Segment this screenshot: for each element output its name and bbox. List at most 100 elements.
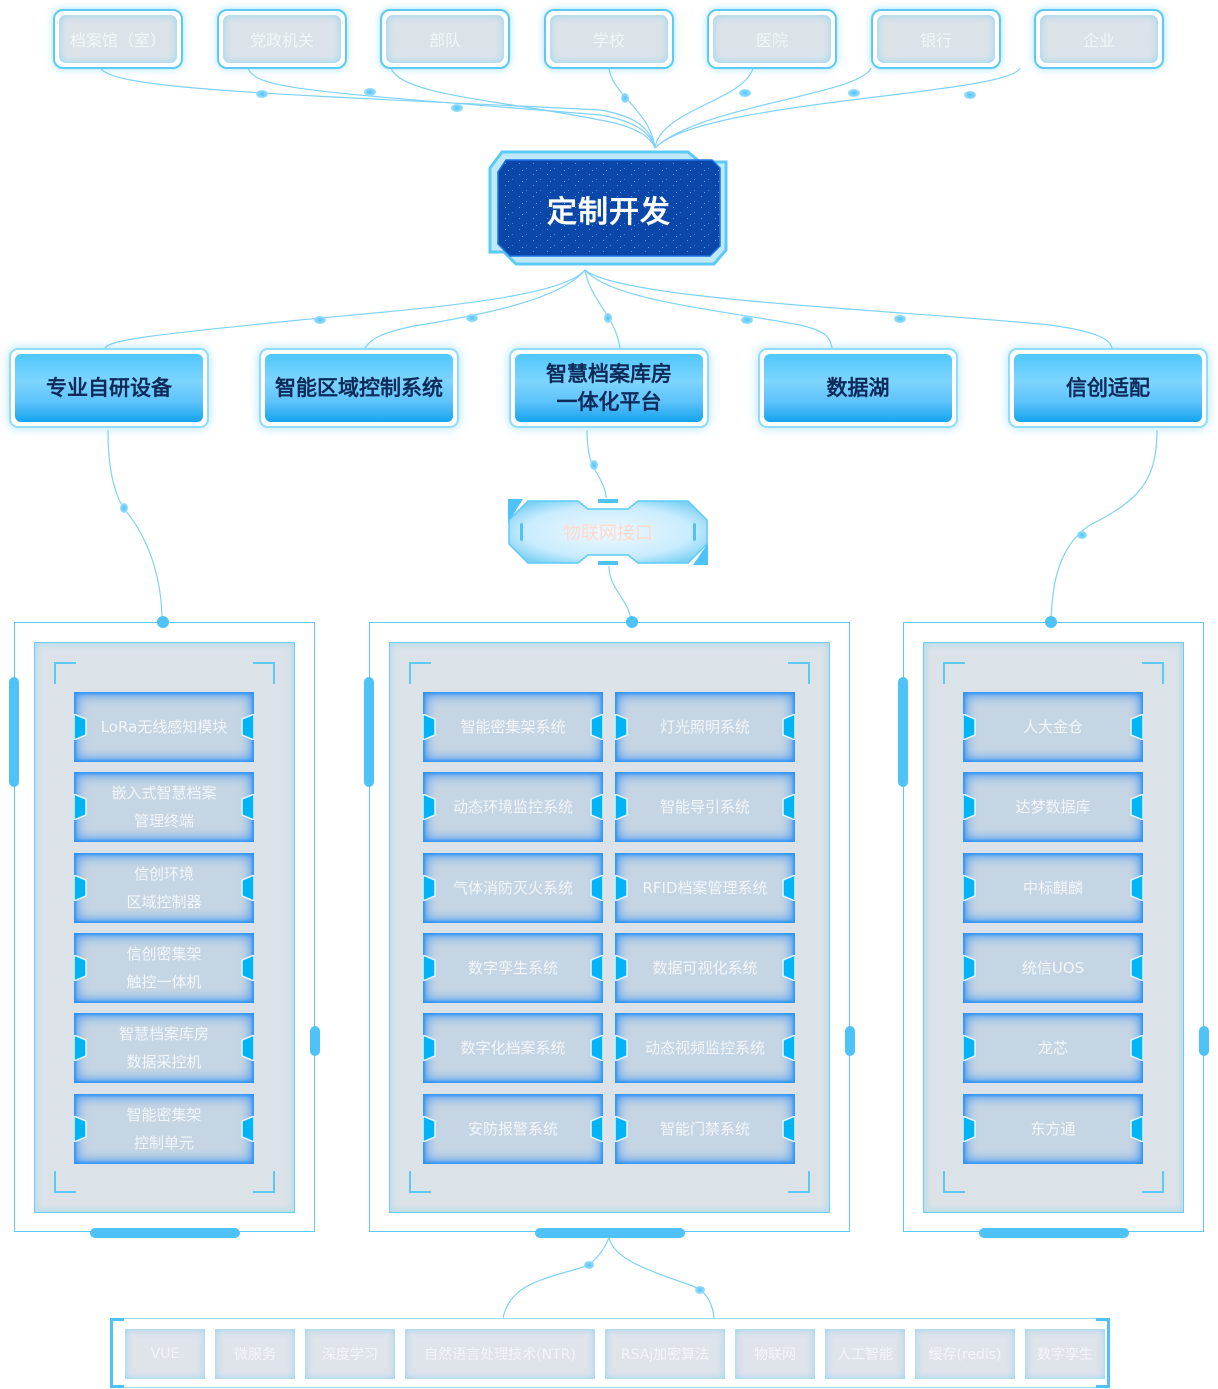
technology-item[interactable]: 深度学习: [305, 1329, 395, 1379]
module-tab-right-icon: [1129, 1114, 1144, 1143]
category-node[interactable]: 智能区域控制系统: [259, 348, 459, 428]
technology-item[interactable]: 微服务: [215, 1329, 295, 1379]
module-tab-right-icon: [1129, 1034, 1144, 1063]
technology-item[interactable]: VUE: [125, 1329, 205, 1379]
corner-bracket: [788, 662, 810, 684]
module-item[interactable]: 动态环境监控系统: [422, 772, 604, 843]
panel-decor-bar: [845, 1026, 855, 1056]
flow-dot: [604, 313, 612, 323]
technology-item[interactable]: 人工智能: [825, 1329, 905, 1379]
corner-bracket: [54, 1171, 76, 1193]
module-tab-right-icon: [589, 953, 604, 983]
module-tab-right-icon: [781, 712, 796, 742]
flow-dot: [451, 104, 463, 112]
wire-cat-5: [584, 269, 1113, 349]
source-node[interactable]: 医院: [707, 9, 837, 69]
technology-item[interactable]: 缓存(redis): [915, 1329, 1015, 1379]
module-item[interactable]: 气体消防灭火系统: [422, 852, 604, 923]
panel-decor-bar: [535, 1228, 685, 1238]
source-label: 部队: [386, 15, 504, 63]
source-label: 企业: [1040, 15, 1158, 63]
module-item[interactable]: 龙芯: [962, 1013, 1144, 1084]
module-tab-left-icon: [962, 873, 977, 902]
module-tab-left-icon: [614, 1114, 629, 1143]
corner-bracket: [1142, 1171, 1164, 1193]
module-tab-right-icon: [781, 793, 796, 822]
wire-source-7: [654, 67, 1021, 149]
technology-item[interactable]: 数字孪生: [1025, 1329, 1105, 1379]
module-item[interactable]: 信创密集架 触控一体机: [73, 932, 255, 1003]
module-item[interactable]: 智慧档案库房 数据采控机: [73, 1013, 255, 1084]
technology-item[interactable]: 自然语言处理技术(NTR): [405, 1329, 595, 1379]
module-item[interactable]: 灯光照明系统: [614, 692, 796, 762]
corner-bracket: [788, 1171, 810, 1193]
module-item[interactable]: 东方通: [962, 1093, 1144, 1164]
wire-left-panel: [107, 429, 163, 623]
module-tab-left-icon: [422, 712, 437, 742]
module-tab-left-icon: [422, 1114, 437, 1143]
category-node[interactable]: 智慧档案库房 一体化平台: [509, 348, 709, 428]
module-tab-right-icon: [781, 953, 796, 983]
tech-bar-bracket-left: [110, 1318, 124, 1388]
module-item[interactable]: 智能密集架 控制单元: [73, 1093, 255, 1164]
tech-bar-bracket-right: [1096, 1318, 1110, 1388]
module-item[interactable]: 中标麒麟: [962, 852, 1144, 923]
module-item[interactable]: 安防报警系统: [422, 1093, 604, 1164]
flow-dot: [466, 314, 478, 322]
module-label: 智能密集架系统: [460, 718, 566, 736]
module-item[interactable]: 智能门禁系统: [614, 1093, 796, 1164]
category-node[interactable]: 信创适配: [1008, 348, 1208, 428]
technology-item[interactable]: 物联网: [735, 1329, 815, 1379]
module-tab-left-icon: [73, 1114, 88, 1143]
module-tab-right-icon: [240, 1034, 255, 1063]
module-tab-left-icon: [962, 1034, 977, 1063]
source-label: 党政机关: [223, 15, 341, 63]
module-label: 嵌入式智慧档案 管理终端: [111, 784, 217, 831]
source-node[interactable]: 部队: [380, 9, 510, 69]
category-node[interactable]: 专业自研设备: [9, 348, 209, 428]
module-item[interactable]: 信创环境 区域控制器: [73, 852, 255, 923]
module-tab-left-icon: [962, 712, 977, 742]
module-item[interactable]: 数字化档案系统: [422, 1013, 604, 1084]
corner-bracket: [409, 1171, 431, 1193]
module-label: 动态视频监控系统: [644, 1039, 765, 1058]
flow-dot: [695, 1286, 705, 1294]
flow-dot: [848, 89, 860, 97]
module-item[interactable]: 动态视频监控系统: [614, 1013, 796, 1084]
source-node[interactable]: 档案馆（室）: [53, 9, 183, 69]
panel-decor-bar: [90, 1228, 240, 1238]
module-label: 人大金仓: [1022, 718, 1083, 736]
source-node[interactable]: 学校: [544, 9, 674, 69]
source-node[interactable]: 银行: [871, 9, 1001, 69]
corner-bracket: [253, 1171, 275, 1193]
wire-source-5: [654, 67, 754, 149]
module-item[interactable]: 嵌入式智慧档案 管理终端: [73, 772, 255, 843]
module-tab-right-icon: [781, 1034, 796, 1063]
module-tab-right-icon: [240, 1114, 255, 1143]
module-item[interactable]: 智能导引系统: [614, 772, 796, 843]
technology-item[interactable]: RSAj加密算法: [605, 1329, 725, 1379]
module-item[interactable]: 人大金仓: [962, 692, 1144, 762]
module-item[interactable]: LoRa无线感知模块: [73, 692, 255, 762]
module-tab-right-icon: [781, 873, 796, 902]
hub-node[interactable]: 定制开发: [488, 150, 730, 267]
module-item[interactable]: 达梦数据库: [962, 772, 1144, 843]
module-tab-right-icon: [240, 712, 255, 742]
module-item[interactable]: RFID档案管理系统: [614, 852, 796, 923]
module-label: LoRa无线感知模块: [100, 718, 228, 736]
flow-dot: [1077, 531, 1087, 539]
iot-interface-node[interactable]: 物联网接口: [508, 498, 708, 566]
wire-cat-1: [104, 269, 586, 349]
source-label: 学校: [550, 15, 668, 63]
module-item[interactable]: 数字孪生系统: [422, 932, 604, 1003]
module-item[interactable]: 统信UOS: [962, 932, 1144, 1003]
source-node[interactable]: 党政机关: [217, 9, 347, 69]
module-item[interactable]: 数据可视化系统: [614, 932, 796, 1003]
module-item[interactable]: 智能密集架系统: [422, 692, 604, 762]
corner-bracket: [1142, 662, 1164, 684]
module-label: 信创环境 区域控制器: [126, 864, 202, 911]
category-node[interactable]: 数据湖: [758, 348, 958, 428]
source-node[interactable]: 企业: [1034, 9, 1164, 69]
module-tab-right-icon: [1129, 873, 1144, 902]
module-tab-left-icon: [614, 712, 629, 742]
